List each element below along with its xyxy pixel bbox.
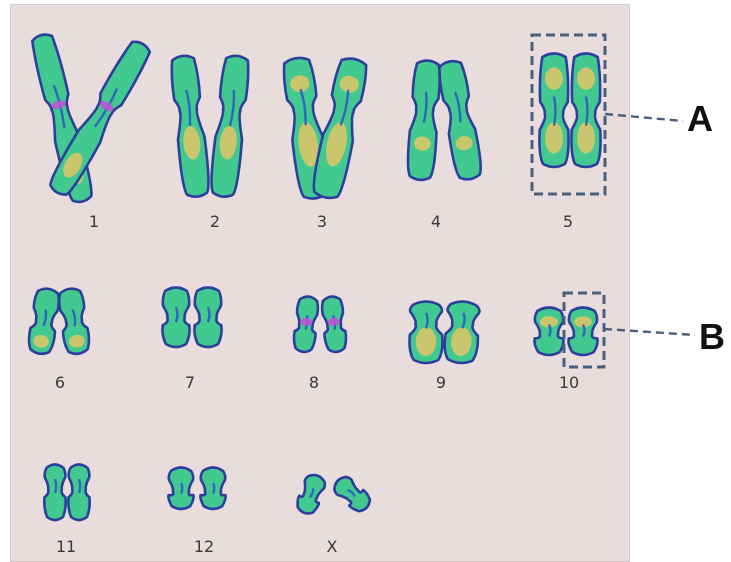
chromosome-2-left (169, 54, 211, 198)
chromosome-6-left (27, 287, 61, 355)
chromosome-5-right (571, 54, 600, 168)
chromosome-12-right (200, 468, 225, 510)
chromosome-11-left (44, 465, 65, 521)
chromosome-x-right (330, 473, 374, 515)
chromosome-label-3: 3 (317, 212, 327, 231)
chromosome-pair-10 (534, 308, 597, 356)
chromosome-10-left-body (534, 308, 563, 356)
chromosome-12-right-body (200, 468, 225, 510)
chromosome-pair-7 (162, 288, 221, 348)
callout-b-label: B (699, 316, 725, 358)
chromosome-pair-12 (168, 468, 225, 510)
chromosome-5-right-yellow-band (577, 67, 595, 89)
chromosome-8-left (292, 296, 319, 353)
chromosome-9-right (443, 300, 480, 364)
chromosome-label-5: 5 (563, 212, 573, 231)
chromosome-10-right (568, 308, 597, 356)
chromosome-11-right-blue-band (79, 479, 80, 493)
chromosome-4-right (436, 59, 483, 181)
chromosome-pair-9 (410, 300, 481, 364)
chromosome-5-right-yellow-band (577, 122, 595, 153)
chromosome-pair-4 (406, 59, 484, 181)
chromosome-11-right (68, 465, 89, 521)
chromosome-10-left (534, 308, 563, 356)
callout-a-leader-line (605, 114, 683, 121)
chromosome-label-4: 4 (431, 212, 441, 231)
chromosome-7-right (194, 288, 221, 348)
chromosome-7-left-blue-band (176, 307, 177, 322)
chromosome-7-left (162, 288, 189, 348)
chromosome-label-6: 6 (55, 373, 65, 392)
chromosome-5-left-yellow-band (545, 122, 563, 153)
chromosome-pair-11 (44, 465, 89, 521)
chromosome-pair-2 (169, 54, 251, 198)
chromosome-label-12: 12 (194, 537, 214, 556)
chromosome-9-left-yellow-band (416, 327, 436, 356)
chromosome-pair-8 (292, 296, 347, 353)
chromosome-8-right (321, 296, 348, 353)
chromosome-12-left (168, 468, 193, 510)
chromosome-5-left-yellow-band (545, 67, 563, 89)
chromosome-12-left-blue-band (181, 483, 182, 493)
chromosome-7-right-blue-band (208, 307, 209, 322)
chromosome-label-8: 8 (309, 373, 319, 392)
callout-a-label: A (687, 98, 713, 140)
chromosome-pair-6 (27, 287, 91, 355)
chromosome-pair-1 (29, 32, 154, 205)
chromosome-label-2: 2 (210, 212, 220, 231)
chromosome-label-10: 10 (559, 373, 579, 392)
chromosome-label-7: 7 (185, 373, 195, 392)
chromosome-x-left (294, 472, 328, 516)
chromosome-pair-5 (539, 54, 600, 168)
chromosome-4-left (406, 60, 441, 181)
chromosome-12-right-blue-band (213, 483, 214, 493)
chromosome-12-left-body (168, 468, 193, 510)
chromosome-label-9: 9 (436, 373, 446, 392)
chromosome-5-left (539, 54, 568, 168)
chromosome-pair-x (294, 472, 374, 516)
chromosome-9-left (410, 302, 443, 364)
chromosome-label-1: 1 (89, 212, 99, 231)
chromosome-6-right (57, 287, 91, 355)
chromosome-10-right-body (568, 308, 597, 356)
chromosome-11-left-blue-band (55, 479, 56, 493)
callout-b-leader-line (604, 329, 695, 335)
chromosome-2-right (209, 54, 251, 198)
chromosome-label-x: X (327, 537, 338, 556)
chromosome-pair-3 (281, 56, 370, 201)
chromosome-label-11: 11 (56, 537, 76, 556)
